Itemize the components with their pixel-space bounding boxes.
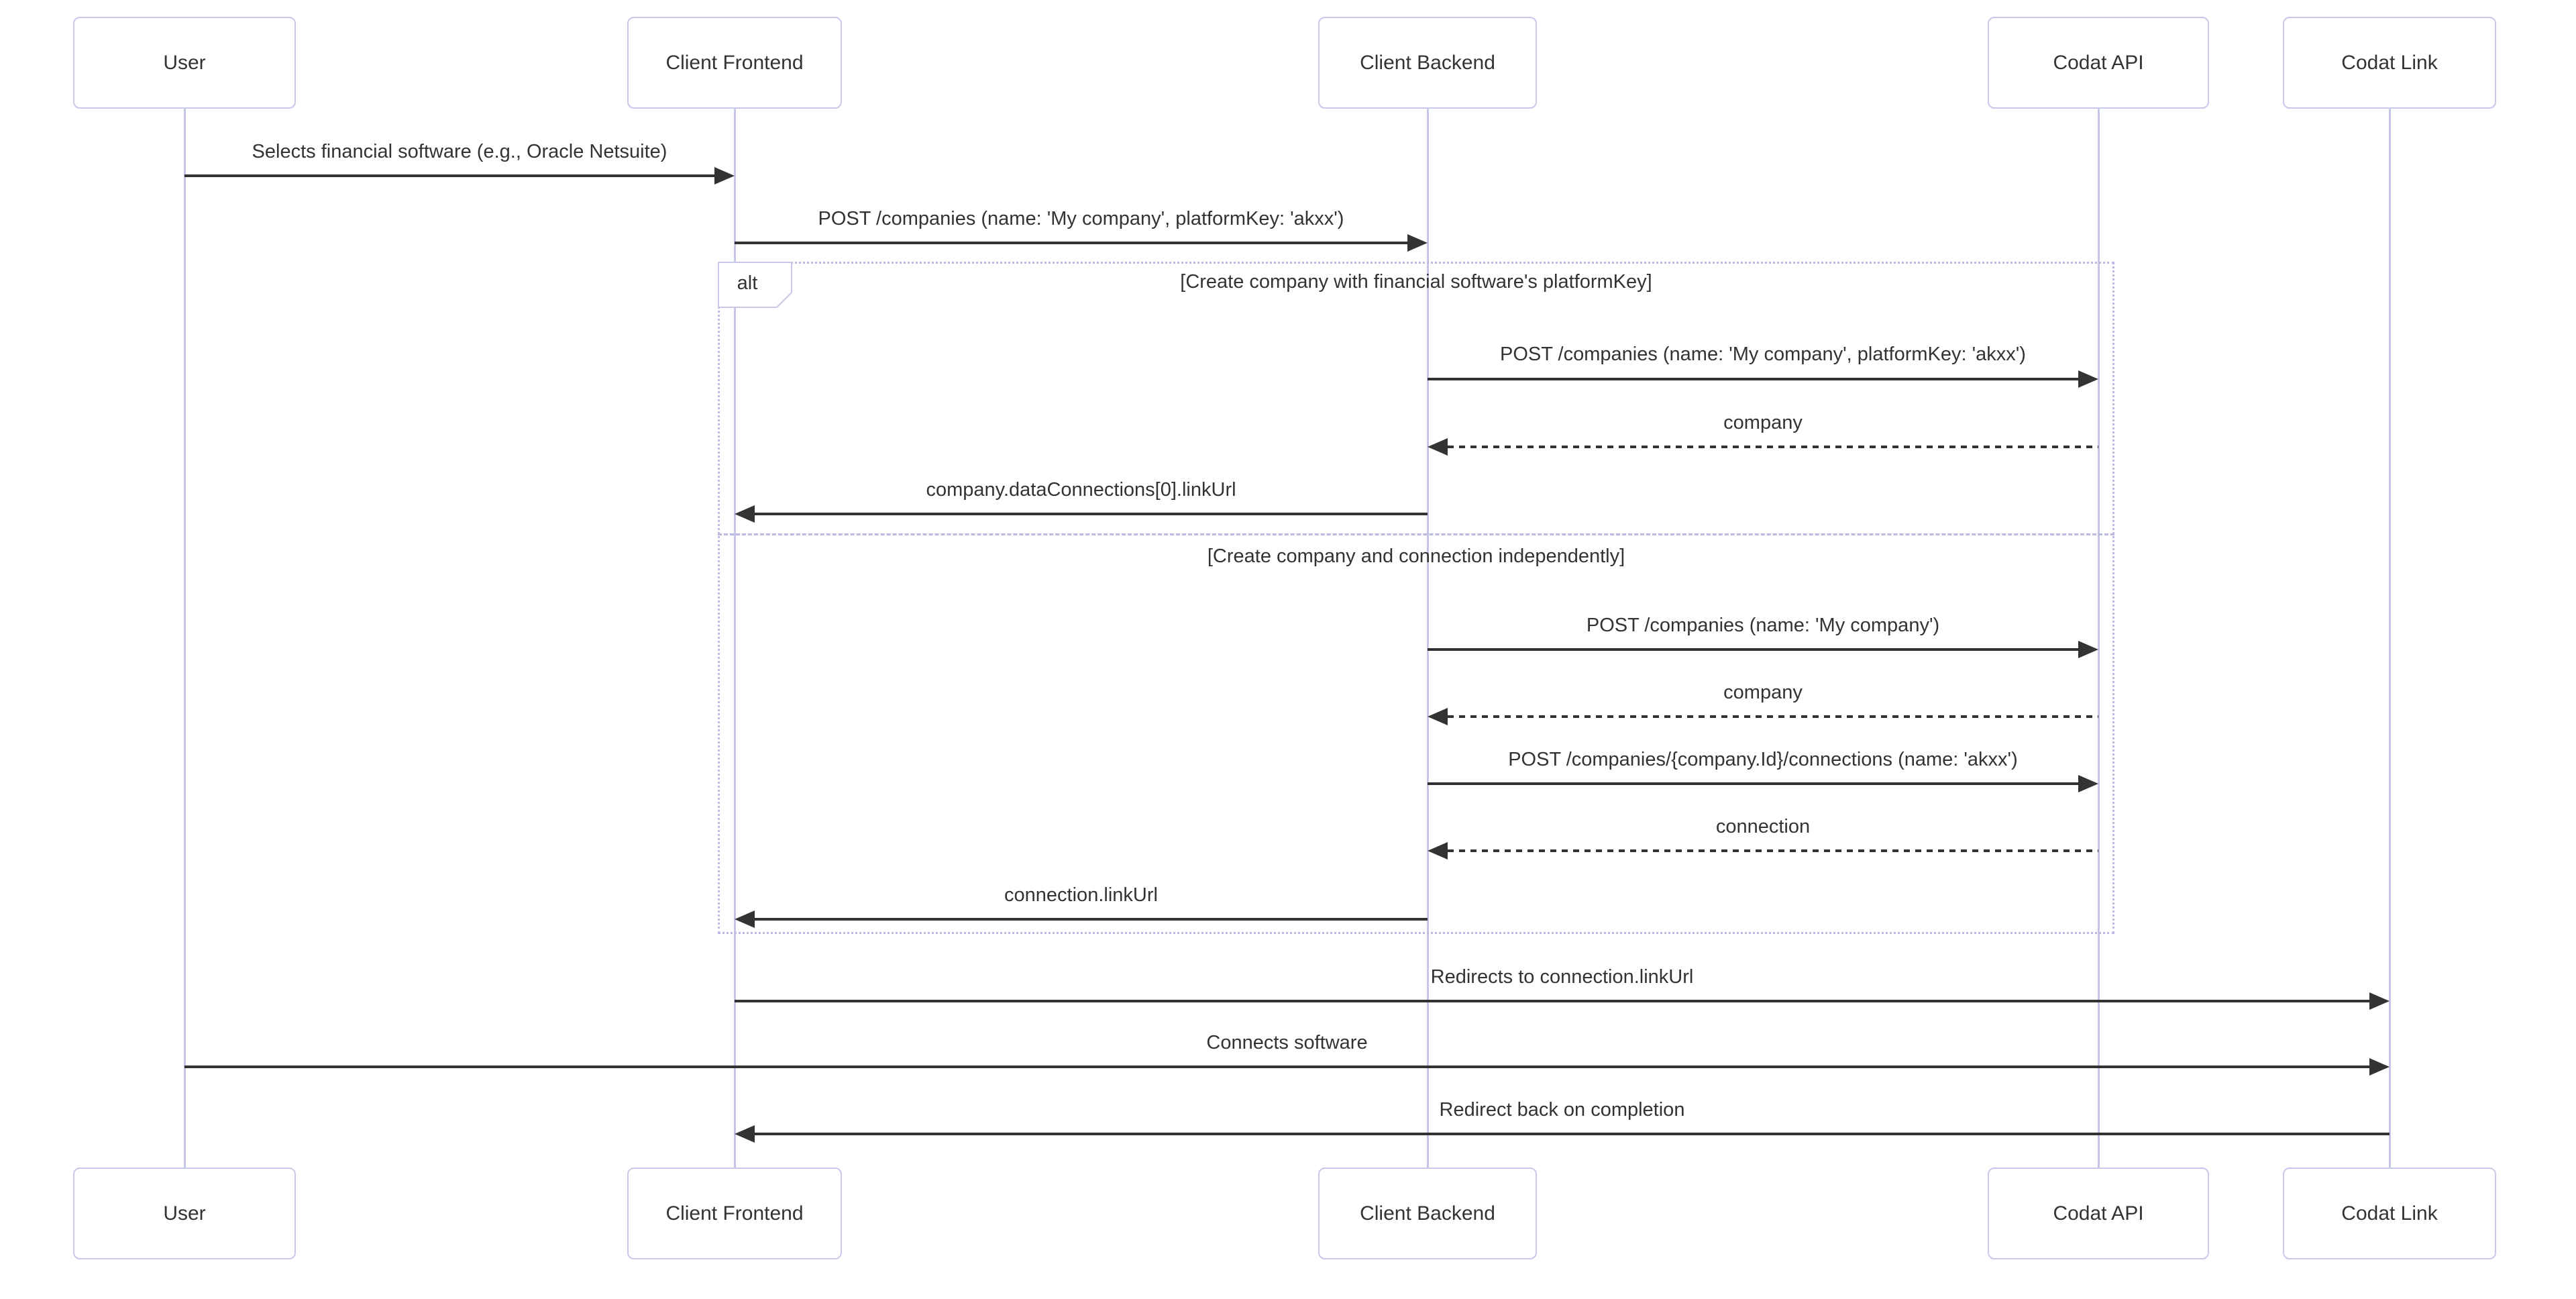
arrowhead-icon (1428, 842, 1448, 860)
arrowhead-icon (735, 1125, 755, 1143)
alt-label: alt (737, 272, 758, 294)
message-arrow (184, 1066, 2369, 1068)
lifeline-client-backend (1426, 107, 1429, 1169)
message-arrow (755, 1133, 2390, 1135)
message-label: POST /companies (name: 'My company', pla… (1500, 344, 2026, 365)
arrowhead-icon (735, 911, 755, 928)
message-arrow (735, 242, 1407, 244)
actor-top-codat-api: Codat API (1988, 17, 2209, 109)
arrowhead-icon (2369, 992, 2390, 1010)
message-label: Connects software (1206, 1032, 1368, 1053)
actor-label: User (163, 1202, 206, 1225)
actor-label: Codat Link (2341, 1202, 2438, 1225)
message-arrow (184, 174, 714, 177)
message-arrow (735, 1000, 2369, 1002)
actor-label: Client Backend (1360, 51, 1495, 74)
actor-bottom-codat-link: Codat Link (2283, 1167, 2496, 1259)
actor-top-client-frontend: Client Frontend (627, 17, 842, 109)
arrowhead-icon (714, 167, 735, 185)
actor-label: Codat API (2053, 1202, 2144, 1225)
alt-section-divider (718, 533, 2114, 535)
message-label: POST /companies (name: 'My company') (1586, 615, 1940, 636)
message-arrow (1428, 378, 2078, 380)
actor-bottom-client-backend: Client Backend (1318, 1167, 1537, 1259)
actor-bottom-codat-api: Codat API (1988, 1167, 2209, 1259)
message-label: connection (1715, 816, 1811, 837)
alt-frame (718, 262, 2114, 934)
message-arrow (1428, 648, 2078, 651)
message-return-arrow (1448, 715, 2098, 718)
message-label: Redirect back on completion (1439, 1099, 1685, 1121)
lifeline-user (183, 107, 186, 1169)
arrowhead-icon (1428, 438, 1448, 456)
message-arrow (1428, 782, 2078, 785)
actor-top-codat-link: Codat Link (2283, 17, 2496, 109)
arrowhead-icon (2078, 775, 2098, 792)
alt-condition-2: [Create company and connection independe… (1207, 545, 1625, 567)
actor-label: Codat Link (2341, 51, 2438, 74)
actor-label: Client Frontend (665, 51, 804, 74)
message-arrow (755, 513, 1428, 515)
actor-label: Codat API (2053, 51, 2144, 74)
arrowhead-icon (2369, 1058, 2390, 1076)
arrowhead-icon (735, 505, 755, 523)
arrowhead-icon (1428, 708, 1448, 725)
lifeline-codat-link (2388, 107, 2391, 1169)
message-label: Selects financial software (e.g., Oracle… (252, 141, 667, 162)
message-label: POST /companies (name: 'My company', pla… (818, 208, 1344, 229)
message-return-arrow (1448, 849, 2098, 852)
actor-top-user: User (73, 17, 296, 109)
message-label: connection.linkUrl (1004, 884, 1158, 906)
actor-bottom-user: User (73, 1167, 296, 1259)
arrowhead-icon (2078, 370, 2098, 388)
message-return-arrow (1448, 446, 2098, 448)
message-label: company (1723, 682, 1803, 703)
message-label: company (1723, 412, 1803, 433)
actor-bottom-client-frontend: Client Frontend (627, 1167, 842, 1259)
message-arrow (755, 918, 1428, 921)
actor-label: Client Backend (1360, 1202, 1495, 1225)
lifeline-client-frontend (733, 107, 736, 1169)
message-label: POST /companies/{company.Id}/connections… (1508, 749, 2018, 770)
lifeline-codat-api (2097, 107, 2100, 1169)
message-label: Redirects to connection.linkUrl (1430, 966, 1694, 988)
alt-label-box (718, 262, 792, 308)
actor-label: User (163, 51, 206, 74)
arrowhead-icon (2078, 641, 2098, 658)
actor-top-client-backend: Client Backend (1318, 17, 1537, 109)
arrowhead-icon (1407, 234, 1428, 252)
alt-condition-1: [Create company with financial software'… (1180, 271, 1652, 293)
message-label: company.dataConnections[0].linkUrl (926, 479, 1236, 501)
actor-label: Client Frontend (665, 1202, 804, 1225)
